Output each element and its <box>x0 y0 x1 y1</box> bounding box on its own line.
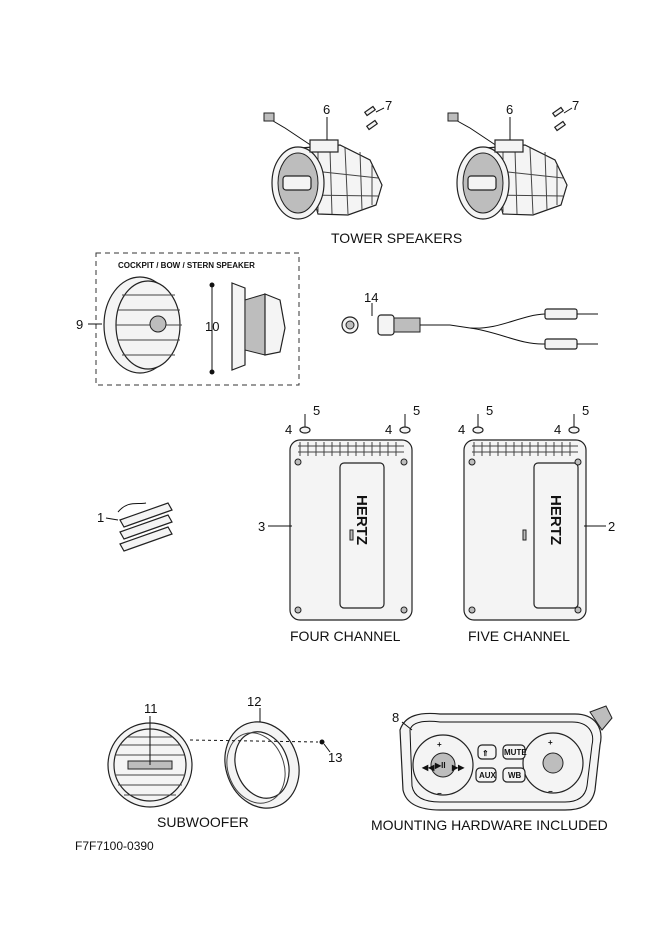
amp-screws <box>299 414 580 434</box>
callout-5-d: 5 <box>582 403 589 418</box>
callout-6-right: 6 <box>506 102 513 117</box>
amplifier-four-channel <box>289 439 413 621</box>
caption-tower-speakers: TOWER SPEAKERS <box>331 230 462 246</box>
tower-speaker-left <box>263 112 383 220</box>
callout-11: 11 <box>144 701 158 716</box>
callout-9: 9 <box>76 317 83 332</box>
caption-subwoofer: SUBWOOFER <box>157 814 249 830</box>
part-code: F7F7100-0390 <box>75 839 154 853</box>
callout-4-b: 4 <box>385 422 392 437</box>
screws-7-right <box>551 106 573 132</box>
caption-four-channel: FOUR CHANNEL <box>290 628 401 644</box>
cockpit-speaker-side <box>231 282 286 371</box>
remote-button-mute: MUTE <box>504 748 527 757</box>
callout-10: 10 <box>205 319 219 334</box>
callout-12: 12 <box>247 694 261 709</box>
svg-text:+: + <box>437 740 442 749</box>
amplifier-five-channel <box>463 439 587 621</box>
callout-14: 14 <box>364 290 378 305</box>
cockpit-speaker-box <box>95 252 300 386</box>
tower-speaker-right <box>447 112 568 220</box>
amp-five-logo: HERTZ <box>547 495 564 545</box>
callout-6-left: 6 <box>323 102 330 117</box>
subwoofer-ring <box>224 721 300 809</box>
caption-mounting-hardware: MOUNTING HARDWARE INCLUDED <box>371 817 608 833</box>
svg-text:−: − <box>437 789 442 798</box>
fuse-holder-1 <box>105 502 173 552</box>
power-cable-14 <box>341 303 598 350</box>
remote-button-wb: WB <box>508 771 522 780</box>
callout-7-left: 7 <box>385 98 392 113</box>
callout-7-right: 7 <box>572 98 579 113</box>
amp-four-logo: HERTZ <box>353 495 370 545</box>
caption-five-channel: FIVE CHANNEL <box>468 628 570 644</box>
screws-7-left <box>363 105 385 131</box>
svg-text:+: + <box>548 738 553 747</box>
callout-8: 8 <box>392 710 399 725</box>
svg-text:⇑: ⇑ <box>482 749 489 758</box>
callout-2: 2 <box>608 519 615 534</box>
callout-4-d: 4 <box>554 422 561 437</box>
remote-control-8: + − ◀◀ ▶▶ + − ⇑ <box>399 705 613 811</box>
callout-5-a: 5 <box>313 403 320 418</box>
callout-4-a: 4 <box>285 422 292 437</box>
callout-13: 13 <box>328 750 342 765</box>
callout-5-b: 5 <box>413 403 420 418</box>
callout-3: 3 <box>258 519 265 534</box>
callout-4-c: 4 <box>458 422 465 437</box>
svg-text:▶▶: ▶▶ <box>451 763 465 772</box>
svg-text:−: − <box>548 787 553 796</box>
remote-button-aux: AUX <box>479 771 497 780</box>
caption-cockpit-speaker: COCKPIT / BOW / STERN SPEAKER <box>118 261 255 270</box>
svg-text:◀◀: ◀◀ <box>421 763 435 772</box>
cockpit-speaker-front <box>103 276 182 374</box>
remote-button-play: ▶II <box>434 761 446 770</box>
callout-1: 1 <box>97 510 104 525</box>
callout-5-c: 5 <box>486 403 493 418</box>
